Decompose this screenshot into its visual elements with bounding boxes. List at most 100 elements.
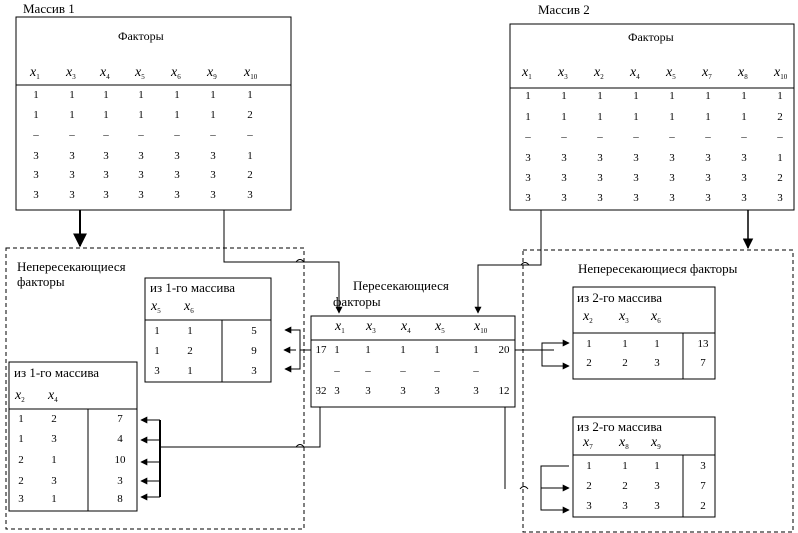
count-cell: 32 — [315, 385, 327, 397]
table-cell: 3 — [669, 172, 675, 184]
variable-x7: x7 — [583, 435, 593, 451]
table-cell: 3 — [705, 172, 711, 184]
table-cell: 3 — [434, 385, 440, 397]
table-cell: – — [434, 365, 440, 377]
table-cell: – — [705, 131, 711, 143]
array1-box — [15, 16, 292, 211]
right-table-b-box — [572, 416, 716, 518]
count-cell: 9 — [251, 345, 257, 357]
table-cell: 3 — [633, 152, 639, 164]
table-cell: 1 — [741, 90, 747, 102]
variable-x5: x5 — [151, 299, 161, 315]
variable-x10: x10 — [244, 65, 258, 81]
variable-x8: x8 — [738, 65, 748, 81]
table-cell: 1 — [777, 152, 783, 164]
table-cell: 3 — [365, 385, 371, 397]
table-cell: 1 — [561, 90, 567, 102]
table-cell: 2 — [51, 413, 57, 425]
count-cell: 20 — [498, 344, 510, 356]
table-cell: 1 — [400, 344, 406, 356]
count-cell: 2 — [700, 500, 706, 512]
table-cell: – — [210, 129, 216, 141]
table-cell: – — [473, 365, 479, 377]
table-cell: 3 — [210, 169, 216, 181]
table-cell: 1 — [365, 344, 371, 356]
table-cell: 3 — [247, 189, 253, 201]
table-cell: 3 — [654, 500, 660, 512]
table-cell: 3 — [669, 192, 675, 204]
variable-x10: x10 — [774, 65, 788, 81]
table-cell: 1 — [103, 89, 109, 101]
count-cell: 13 — [697, 338, 709, 350]
left-table-b-box — [8, 361, 138, 512]
table-cell: 1 — [138, 89, 144, 101]
variable-x6: x6 — [651, 309, 661, 325]
table-cell: 3 — [69, 189, 75, 201]
variable-x4: x4 — [401, 319, 411, 335]
table-cell: 3 — [633, 192, 639, 204]
variable-x1: x1 — [522, 65, 532, 81]
table-cell: 3 — [103, 150, 109, 162]
center-title-line1: Пересекающиеся — [353, 278, 449, 293]
table-cell: 3 — [741, 152, 747, 164]
table-cell: – — [138, 129, 144, 141]
table-cell: 1 — [586, 338, 592, 350]
table-cell: 1 — [18, 413, 24, 425]
table-cell: – — [247, 129, 253, 141]
table-cell: 2 — [622, 480, 628, 492]
center-table-box — [310, 315, 516, 408]
count-cell: 8 — [117, 493, 123, 505]
table-cell: 3 — [33, 189, 39, 201]
table-cell: 2 — [777, 111, 783, 123]
table-cell: 3 — [210, 150, 216, 162]
wire-array2-to-center — [474, 210, 542, 314]
array2-header: Факторы — [628, 30, 674, 44]
table-cell: – — [69, 129, 75, 141]
table-cell: 1 — [334, 344, 340, 356]
variable-x3: x3 — [619, 309, 629, 325]
table-cell: – — [400, 365, 406, 377]
table-cell: 3 — [174, 189, 180, 201]
right-group-title: Непересекающиеся факторы — [578, 261, 738, 276]
center-title-line2: факторы — [333, 294, 381, 309]
table-cell: 2 — [586, 357, 592, 369]
table-cell: 1 — [154, 325, 160, 337]
table-cell: 1 — [69, 109, 75, 121]
table-cell: 3 — [51, 433, 57, 445]
array2-box — [509, 23, 795, 211]
table-cell: – — [561, 131, 567, 143]
table-cell: 1 — [777, 90, 783, 102]
variable-x4: x4 — [48, 388, 58, 404]
variable-x4: x4 — [100, 65, 110, 81]
table-cell: 1 — [174, 89, 180, 101]
table-cell: 3 — [473, 385, 479, 397]
table-cell: 3 — [525, 152, 531, 164]
table-cell: 3 — [741, 192, 747, 204]
table-cell: – — [741, 131, 747, 143]
table-cell: – — [669, 131, 675, 143]
left-table-b-title: из 1-го массива — [14, 365, 100, 380]
table-cell: 3 — [51, 475, 57, 487]
table-cell: 1 — [597, 90, 603, 102]
table-cell: 1 — [187, 325, 193, 337]
table-cell: 3 — [597, 172, 603, 184]
count-cell: 7 — [117, 413, 123, 425]
table-cell: 1 — [561, 111, 567, 123]
table-cell: 3 — [18, 493, 24, 505]
array1-title: Массив 1 — [23, 1, 75, 16]
table-cell: 1 — [174, 109, 180, 121]
count-cell: 7 — [700, 480, 706, 492]
table-cell: 3 — [597, 192, 603, 204]
table-cell: 3 — [69, 169, 75, 181]
table-cell: – — [365, 365, 371, 377]
variable-x3: x3 — [558, 65, 568, 81]
variable-x1: x1 — [30, 65, 40, 81]
table-cell: 3 — [400, 385, 406, 397]
right-group-frame — [522, 249, 794, 533]
wire-center-to-right-a — [515, 339, 570, 351]
table-cell: 3 — [33, 150, 39, 162]
table-cell: 3 — [33, 169, 39, 181]
table-cell: 2 — [187, 345, 193, 357]
